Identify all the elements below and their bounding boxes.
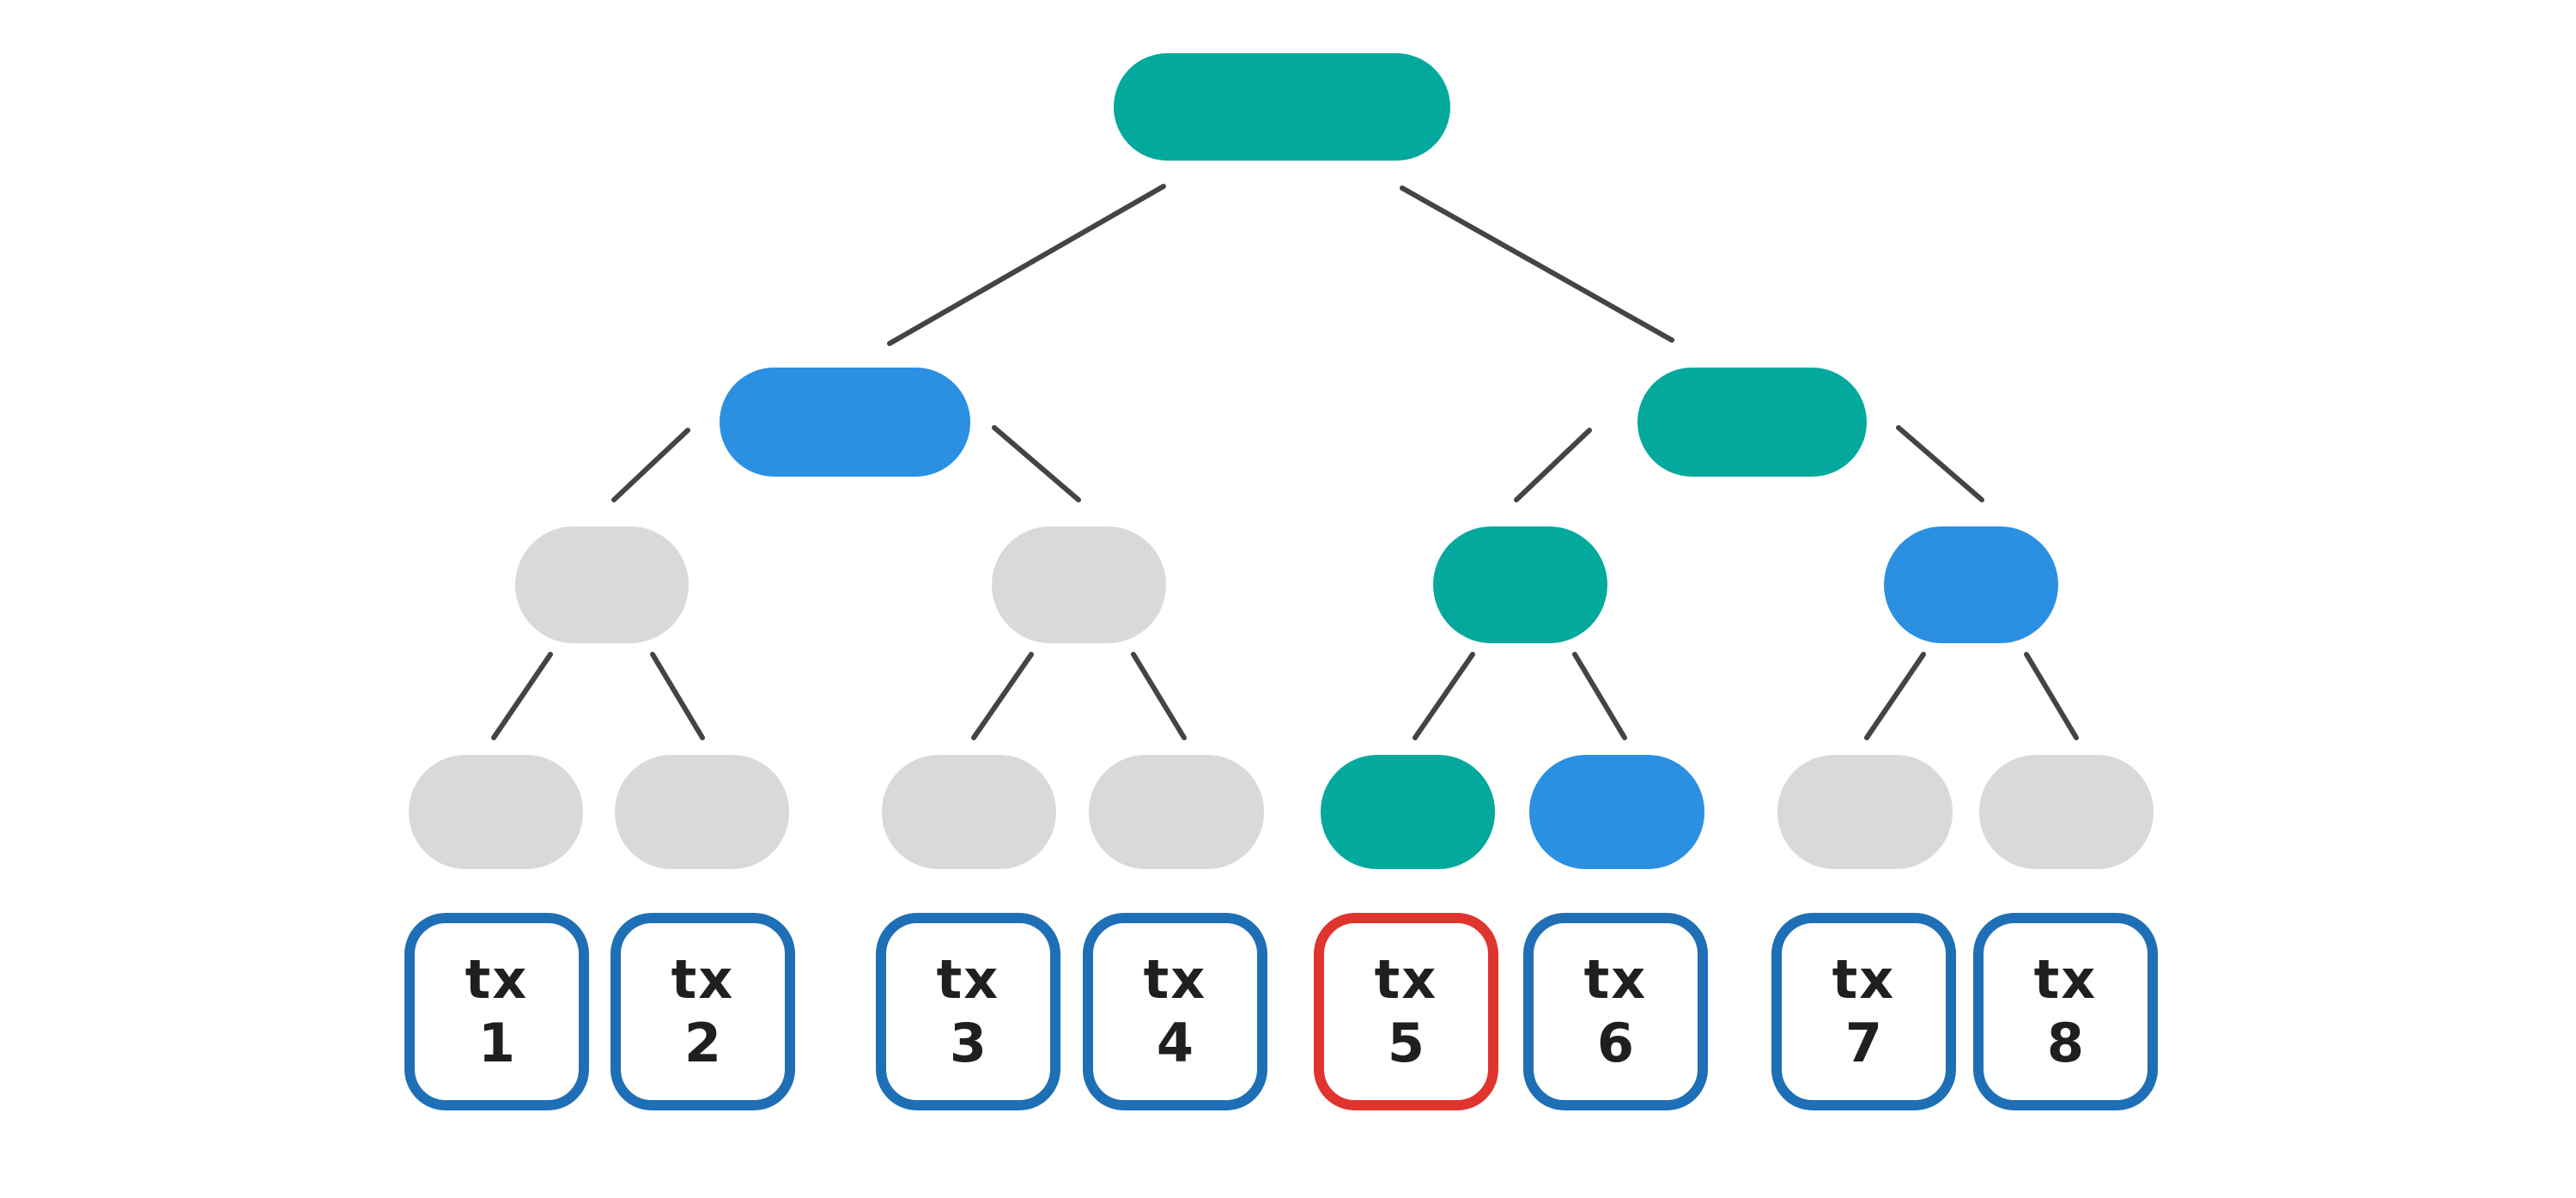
tx-box-3: tx 3 (876, 913, 1060, 1110)
level1-node-2 (1637, 368, 1867, 477)
tx-box-7: tx 7 (1771, 913, 1956, 1110)
level2-node-1 (515, 526, 689, 643)
tx-number: 3 (949, 1012, 987, 1074)
level3-node-2 (615, 755, 789, 869)
tx-label: tx (1583, 948, 1648, 1011)
tx-number: 7 (1844, 1012, 1883, 1074)
tx-number: 8 (2046, 1012, 2085, 1074)
level2-node-2 (992, 526, 1166, 643)
edge-l1a-l2b (992, 425, 1081, 502)
edge-l1a-l2a (611, 428, 690, 502)
level3-node-1 (409, 755, 583, 869)
edge-l2a-l3b (650, 652, 705, 740)
tx-box-8: tx 8 (1973, 913, 2158, 1110)
tx-label: tx (936, 948, 1000, 1011)
level2-node-3 (1433, 526, 1607, 643)
tx-box-2: tx 2 (611, 913, 795, 1110)
edge-l2c-l3e (1413, 652, 1475, 740)
edge-l2b-l3d (1131, 652, 1187, 740)
tx-number: 5 (1387, 1012, 1425, 1074)
tx-box-6: tx 6 (1523, 913, 1708, 1110)
level1-node-1 (720, 368, 970, 477)
edge-l2b-l3c (971, 652, 1034, 740)
level2-node-4 (1884, 526, 2058, 643)
level3-node-6 (1529, 755, 1704, 869)
level3-node-4 (1089, 755, 1264, 869)
tx-number: 1 (477, 1012, 516, 1074)
level3-node-3 (882, 755, 1056, 869)
tx-number: 6 (1596, 1012, 1635, 1074)
level3-node-7 (1777, 755, 1953, 869)
edge-root-right (1400, 185, 1674, 343)
tx-label: tx (671, 948, 735, 1011)
tx-label: tx (1374, 948, 1438, 1011)
tx-box-1: tx 1 (404, 913, 589, 1110)
tx-box-5: tx 5 (1314, 913, 1498, 1110)
level3-node-8 (1979, 755, 2154, 869)
edge-l1b-l2c (1514, 428, 1592, 502)
level3-node-5 (1321, 755, 1495, 869)
edge-l1b-l2d (1896, 425, 1984, 502)
tx-label: tx (1832, 948, 1896, 1011)
tx-number: 4 (1156, 1012, 1194, 1074)
edge-l2d-l3h (2024, 652, 2079, 740)
root-node (1114, 53, 1450, 161)
tx-label: tx (2033, 948, 2098, 1011)
edge-l2c-l3f (1572, 652, 1627, 740)
tx-label: tx (1143, 948, 1207, 1011)
edge-l2a-l3a (491, 652, 553, 740)
tx-label: tx (465, 948, 529, 1011)
tx-number: 2 (683, 1012, 722, 1074)
edge-root-left (887, 184, 1166, 346)
edge-l2d-l3g (1864, 652, 1926, 740)
tx-box-4: tx 4 (1083, 913, 1267, 1110)
